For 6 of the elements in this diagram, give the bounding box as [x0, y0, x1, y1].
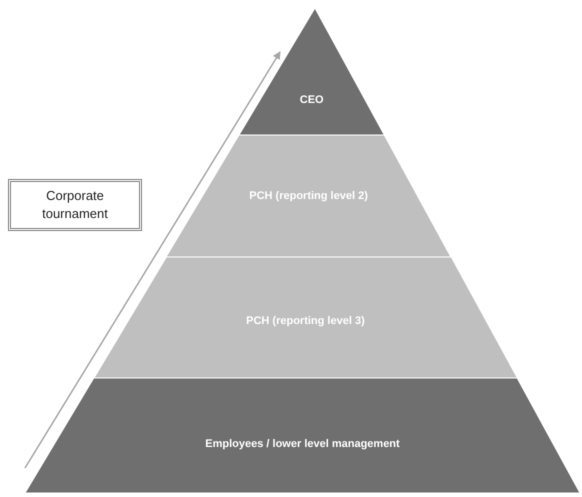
level-label: Employees / lower level management	[205, 437, 400, 452]
level-label: PCH (reporting level 3)	[246, 314, 365, 329]
level-label: PCH (reporting level 2)	[249, 189, 368, 204]
level-label: CEO	[300, 93, 324, 108]
box-label: Corporate tournament	[41, 187, 109, 223]
label-box	[8, 179, 142, 231]
